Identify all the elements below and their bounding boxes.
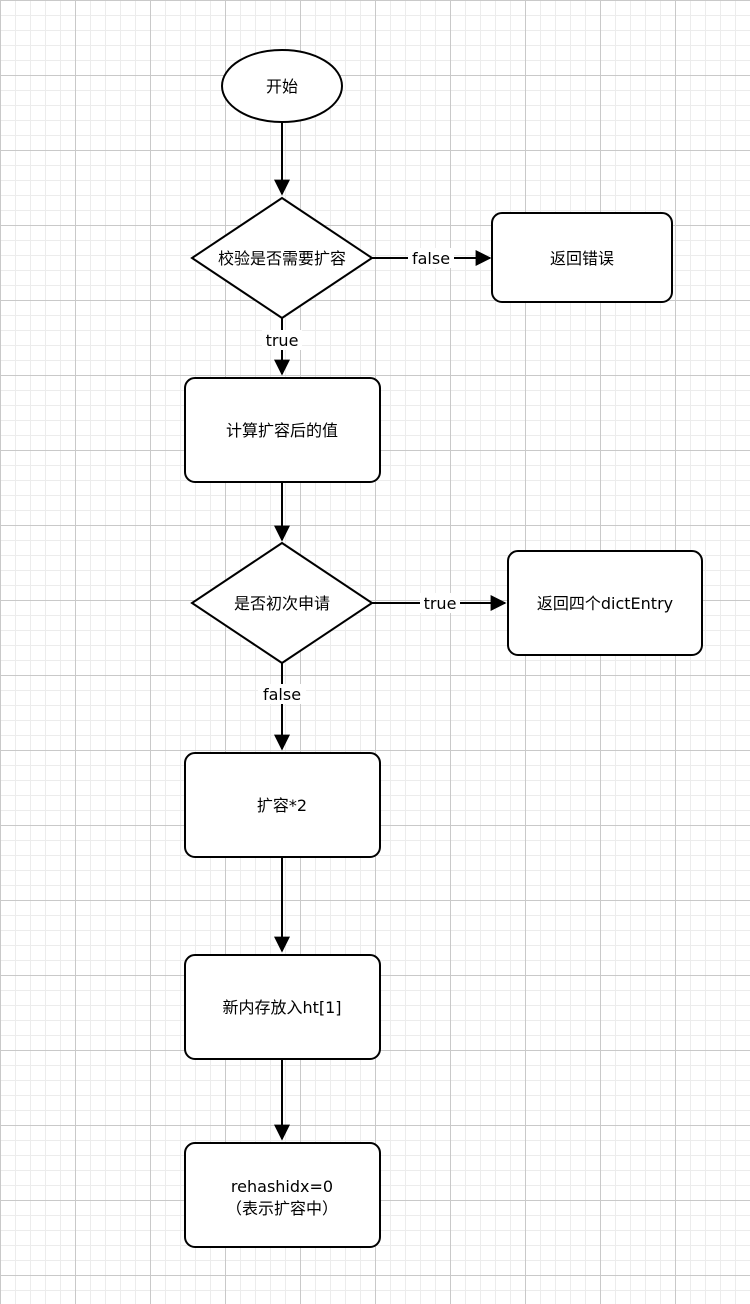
calc-value-label: 计算扩容后的值 — [226, 421, 338, 440]
node-start: 开始 — [221, 49, 343, 123]
edge-labels: false true true false — [258, 248, 460, 704]
node-check-expand: 校验是否需要扩容 — [190, 196, 374, 320]
start-ellipse — [221, 49, 343, 123]
node-expand-double: 扩容*2 — [184, 752, 381, 858]
new-memory-box — [184, 954, 381, 1060]
edge-label-bg — [262, 330, 302, 350]
return-four-label: 返回四个dictEntry — [537, 594, 673, 613]
node-new-memory: 新内存放入ht[1] — [184, 954, 381, 1060]
rehash-box — [184, 1142, 381, 1248]
calc-value-box — [184, 377, 381, 483]
expand-double-label: 扩容*2 — [257, 796, 307, 815]
edge-label-bg — [408, 248, 454, 268]
edge-label-first-true: true — [424, 594, 457, 613]
edge-label-bg — [258, 684, 306, 704]
start-label: 开始 — [266, 77, 298, 96]
edge-label-first-false: false — [263, 685, 301, 704]
node-first-apply: 是否初次申请 — [190, 541, 374, 665]
node-calc-value: 计算扩容后的值 — [184, 377, 381, 483]
return-error-label: 返回错误 — [550, 249, 614, 268]
edge-label-check-false: false — [412, 249, 450, 268]
node-return-error: 返回错误 — [491, 212, 673, 303]
first-apply-diamond — [190, 541, 374, 665]
return-four-box — [507, 550, 703, 656]
expand-double-box — [184, 752, 381, 858]
edge-label-check-true: true — [266, 331, 299, 350]
return-error-box — [491, 212, 673, 303]
rehash-label-line2: （表示扩容中） — [226, 1199, 338, 1218]
check-expand-label: 校验是否需要扩容 — [218, 249, 346, 268]
node-return-four: 返回四个dictEntry — [507, 550, 703, 656]
check-expand-diamond — [190, 196, 374, 320]
node-rehash: rehashidx=0 （表示扩容中） — [184, 1142, 381, 1248]
first-apply-label: 是否初次申请 — [234, 594, 330, 613]
edge-label-bg — [420, 593, 460, 613]
new-memory-label: 新内存放入ht[1] — [222, 998, 341, 1017]
rehash-label-line1: rehashidx=0 — [231, 1177, 333, 1196]
